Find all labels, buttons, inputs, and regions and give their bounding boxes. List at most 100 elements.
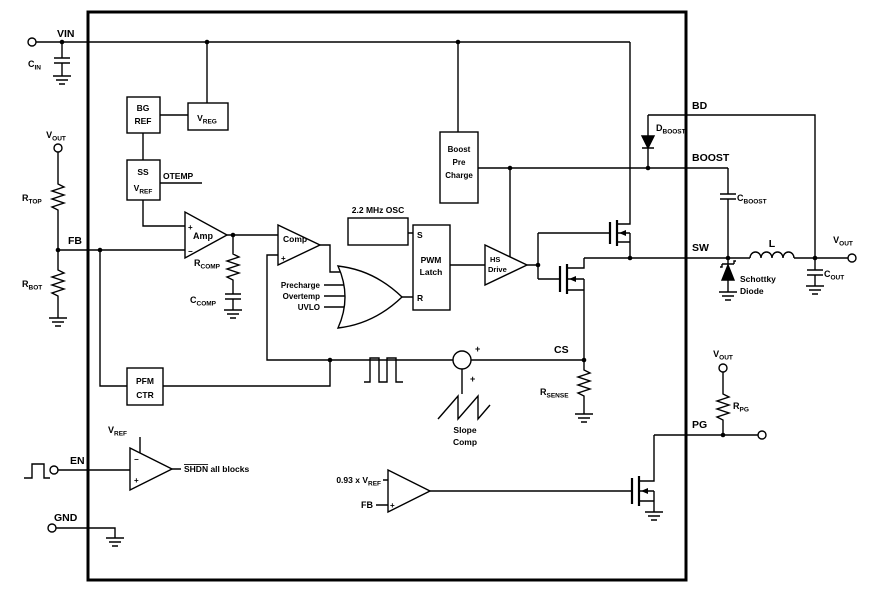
ic-boundary <box>86 10 688 582</box>
ccomp-label: CCOMP <box>190 295 217 308</box>
boost-precharge-label-1: Boost <box>448 145 471 154</box>
summing-junction <box>452 350 472 370</box>
pwm-comparator <box>277 223 322 267</box>
resistor-rpg <box>716 391 730 423</box>
sw-pin-label: SW <box>692 242 709 254</box>
vout-right-label: VOUT <box>833 235 853 248</box>
vref-en-label: VREF <box>108 425 127 438</box>
gnd-terminal <box>47 523 57 533</box>
comp-label: Comp <box>283 234 307 244</box>
vin-pin-label: VIN <box>57 28 75 40</box>
or-input-overtemp: Overtemp <box>283 292 320 301</box>
inductor-label: L <box>769 238 776 250</box>
en-comp-minus: − <box>134 455 139 464</box>
ss-vref-block <box>126 159 161 201</box>
symbols <box>27 37 857 533</box>
or-input-precharge: Precharge <box>281 281 321 290</box>
en-pulse-waveform <box>24 463 50 479</box>
inductor <box>749 251 795 259</box>
oscillator-block <box>347 217 409 246</box>
hs-drive-label-2: Drive <box>488 265 507 274</box>
pwm-waveform <box>364 357 403 383</box>
junction-dots <box>55 39 818 438</box>
slope-comp-label-1: Slope <box>453 425 476 435</box>
dboost-label: DBOOST <box>656 123 686 136</box>
pg-terminal <box>757 430 767 440</box>
or-input-uvlo: UVLO <box>298 303 320 312</box>
slope-comp-waveform <box>437 394 491 421</box>
ss-label: SS <box>137 167 149 177</box>
amp-minus: − <box>188 247 193 256</box>
rcomp-label: RCOMP <box>194 258 221 271</box>
amp-plus: + <box>188 223 193 232</box>
cs-line <box>266 254 584 361</box>
boost-pin-label: BOOST <box>692 152 730 164</box>
vreg-label: VREG <box>197 113 217 126</box>
pg-pin-label: PG <box>692 419 707 431</box>
vout-left-label: VOUT <box>46 130 66 143</box>
fb-to-pfm <box>99 250 127 387</box>
boost-precharge-label-2: Pre <box>453 158 466 167</box>
ground-symbol <box>805 285 825 295</box>
shdn-label: SHDN all blocks <box>184 464 249 474</box>
osc-label: 2.2 MHz OSC <box>352 205 404 215</box>
pfm-ctr-block <box>126 367 164 406</box>
cs-pin-label: CS <box>554 344 569 356</box>
resistor-rsense <box>577 367 591 399</box>
en-comparator <box>129 446 174 492</box>
resistor-rcomp <box>226 251 240 283</box>
ground-symbol <box>223 309 243 319</box>
vin-to-hs-fet <box>617 42 631 225</box>
cin-label: CIN <box>28 59 41 72</box>
ground-symbol <box>644 511 664 521</box>
hs-drive-block <box>484 243 529 287</box>
amp-label: Amp <box>193 231 214 241</box>
bg-ref-label-2: REF <box>135 116 152 126</box>
pg-fet-arrow <box>641 488 648 494</box>
otemp-label: OTEMP <box>163 171 194 181</box>
schottky-label-1: Schottky <box>740 274 776 284</box>
sum-plus-1: + <box>475 344 480 354</box>
error-amp <box>184 210 229 260</box>
cout-label: COUT <box>824 269 844 282</box>
pg-comparator <box>387 468 432 514</box>
bd-pin-label: BD <box>692 100 708 112</box>
ground-symbol <box>105 537 125 547</box>
bd-rail <box>648 114 816 258</box>
latch-r-label: R <box>417 293 423 303</box>
fb-pin-label: FB <box>68 235 82 247</box>
boost-precharge-label-3: Charge <box>445 171 473 180</box>
vout-left-terminal <box>53 143 63 153</box>
boost-diode <box>640 135 656 150</box>
sense-fet-arrow <box>569 276 576 282</box>
resistor-rtop <box>51 181 65 213</box>
bg-ref-label-1: BG <box>137 103 150 113</box>
gnd-pin-label: GND <box>54 512 78 524</box>
vout-right-terminal <box>847 253 857 263</box>
pg-ref-label: 0.93 x VREF <box>336 475 381 488</box>
pfm-label-1: PFM <box>136 376 154 386</box>
vin-terminal <box>27 37 37 47</box>
bg-ref-block <box>126 96 161 134</box>
wires <box>24 41 848 547</box>
latch-label-2: Latch <box>420 267 443 277</box>
rtop-label: RTOP <box>22 193 42 206</box>
boost-precharge-block <box>439 131 479 204</box>
sum-plus-2: + <box>470 374 475 384</box>
vreg-block <box>187 102 229 131</box>
vout-pg-label: VOUT <box>713 349 733 362</box>
slope-comp-label-2: Comp <box>453 437 477 447</box>
pfm-label-2: CTR <box>136 390 153 400</box>
rpg-label: RPG <box>733 401 749 414</box>
ground-symbol <box>574 413 594 423</box>
pfm-out <box>163 360 331 387</box>
or-gate <box>336 265 404 329</box>
gnd-wire <box>56 527 116 538</box>
rsense-label: RSENSE <box>540 387 569 400</box>
en-pin-label: EN <box>70 455 85 467</box>
hs-fet-arrow <box>619 230 626 236</box>
rbot-label: RBOT <box>22 279 42 292</box>
schottky-label-2: Diode <box>740 286 764 296</box>
